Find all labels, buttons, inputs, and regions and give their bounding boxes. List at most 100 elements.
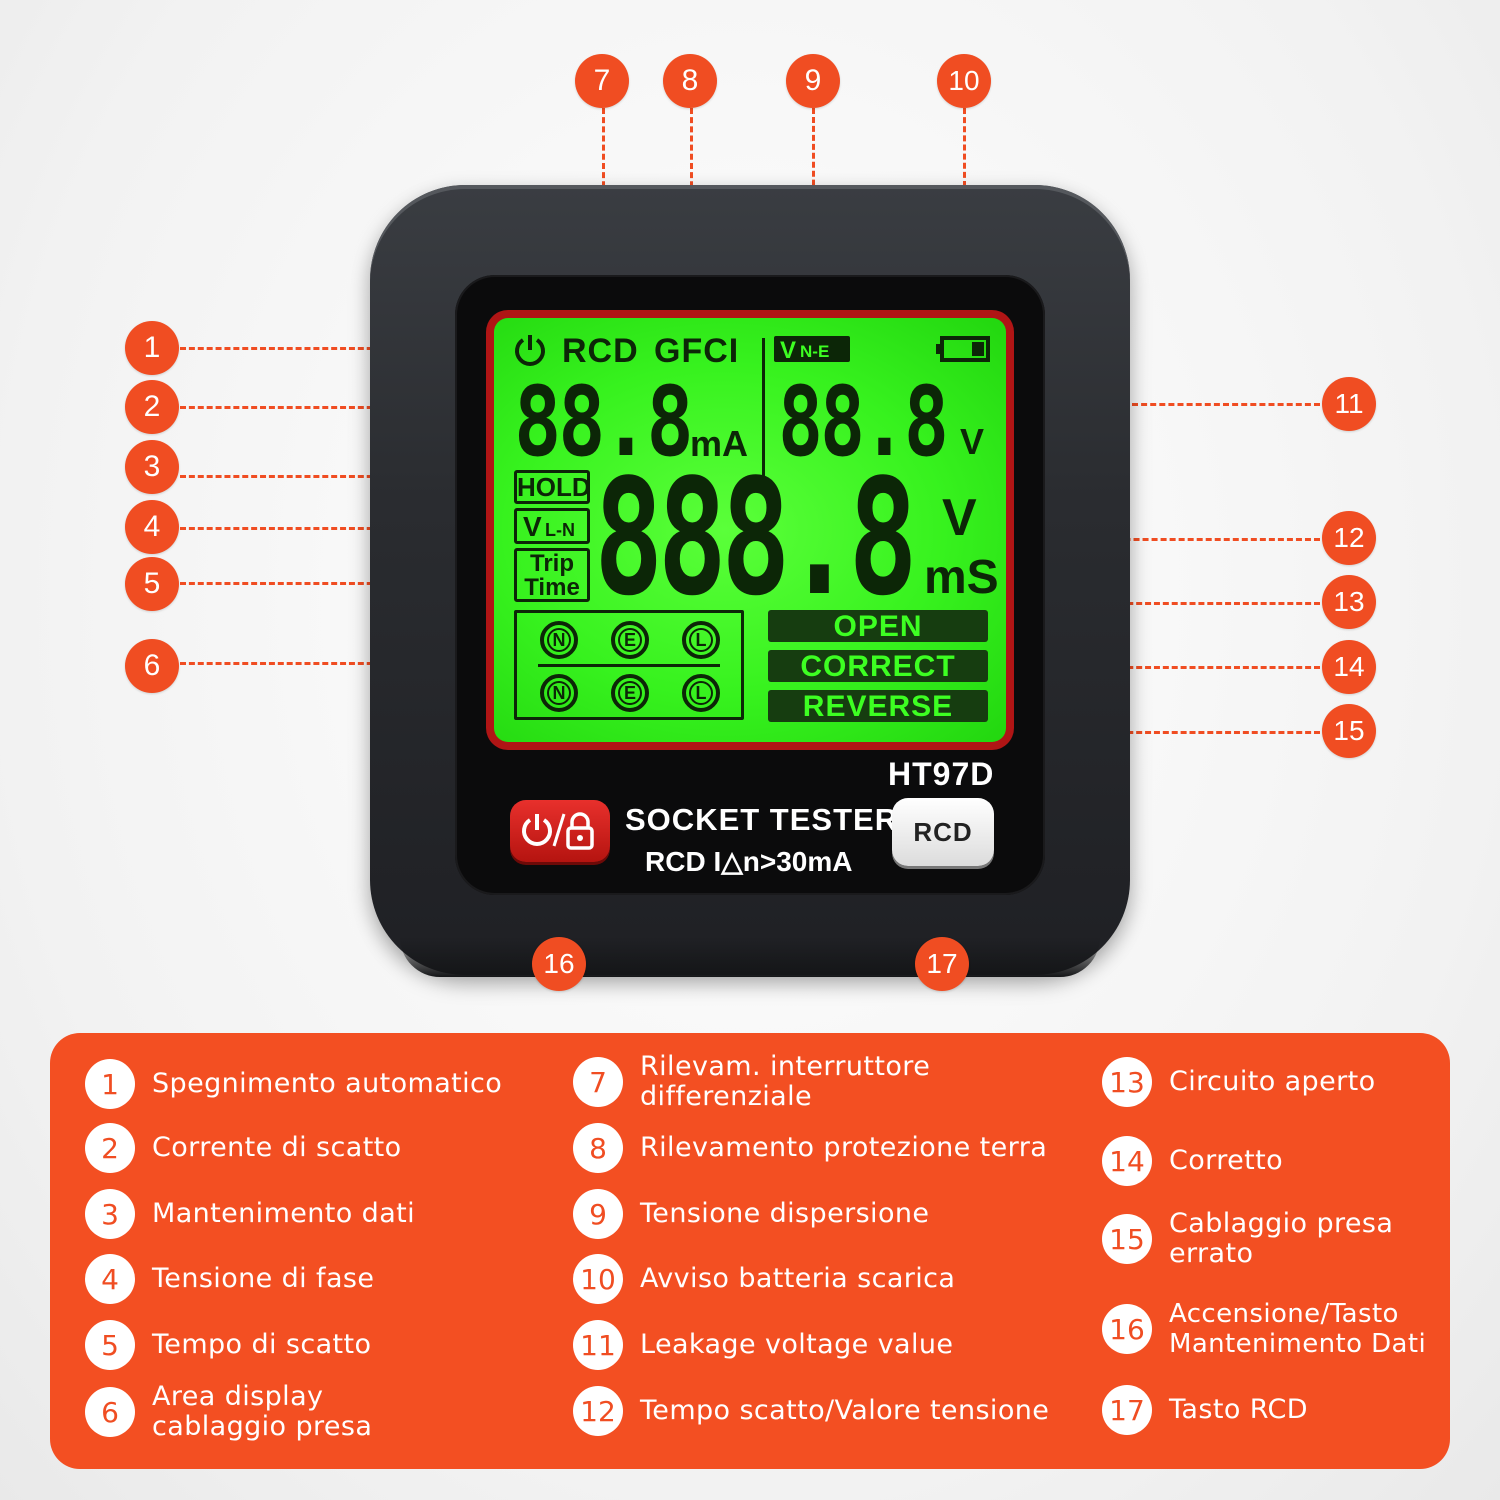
- lcd-trip-current-digits: 88.8: [514, 366, 694, 478]
- leader-line-3: [180, 475, 515, 478]
- legend-text: Leakage voltage value: [640, 1329, 954, 1360]
- legend-number: 8: [573, 1123, 623, 1173]
- power-hold-button[interactable]: [510, 800, 610, 862]
- legend-item-6: 6 Area display cablaggio presa: [85, 1382, 372, 1442]
- callout-17: 17: [915, 937, 969, 991]
- legend-item-16: 16 Accensione/Tasto Mantenimento Dati: [1102, 1299, 1426, 1359]
- legend-text: Rilevam. interruttore differenziale: [640, 1051, 931, 1112]
- callout-4: 4: [125, 500, 179, 554]
- product-spec: RCD I△n>30mA: [645, 846, 853, 877]
- lcd-main-digits: 888.8: [594, 444, 918, 631]
- legend-number: 11: [573, 1320, 623, 1370]
- callout-13: 13: [1322, 575, 1376, 629]
- lcd-open-bar: OPEN: [768, 610, 988, 643]
- legend-text: Tasto RCD: [1169, 1394, 1308, 1425]
- legend-text: Avviso batteria scarica: [640, 1263, 956, 1294]
- legend-text: Area display cablaggio presa: [152, 1381, 373, 1442]
- lcd-unit-v-small: V: [960, 421, 985, 462]
- lcd-divider: [762, 338, 765, 480]
- lcd-hold-label: HOLD: [514, 470, 591, 504]
- model-name: HT97D: [888, 756, 995, 792]
- callout-1: 1: [125, 321, 179, 375]
- legend-text: Corrente di scatto: [152, 1132, 402, 1163]
- lcd-wiring-bottom-l: L: [682, 674, 720, 712]
- legend-text: Circuito aperto: [1169, 1066, 1376, 1097]
- legend-number: 13: [1102, 1057, 1152, 1107]
- callout-6: 6: [125, 639, 179, 693]
- legend-item-7: 7 Rilevam. interruttore differenziale: [573, 1052, 930, 1112]
- legend-text: Tempo scatto/Valore tensione: [640, 1395, 1050, 1426]
- legend-number: 15: [1102, 1214, 1152, 1264]
- lcd-wiring-top-l: L: [682, 621, 720, 659]
- callout-11: 11: [1322, 377, 1376, 431]
- leader-line-14: [985, 666, 1320, 669]
- legend-number: 6: [85, 1387, 135, 1437]
- leader-line-5: [180, 582, 515, 585]
- rcd-button[interactable]: RCD: [892, 798, 994, 866]
- callout-3: 3: [125, 440, 179, 494]
- lcd-trip-time-label: Trip Time: [514, 548, 590, 602]
- legend-text: Mantenimento dati: [152, 1198, 416, 1229]
- lcd-leakage-voltage-digits: 88.8: [778, 366, 949, 478]
- legend-text: Rilevamento protezione terra: [640, 1132, 1048, 1163]
- lcd-reverse-bar: REVERSE: [768, 690, 988, 723]
- legend-item-17: 17 Tasto RCD: [1102, 1385, 1308, 1435]
- leader-line-1: [180, 347, 515, 350]
- legend-number: 2: [85, 1123, 135, 1173]
- legend-number: 9: [573, 1189, 623, 1239]
- lcd-wiring-area: [514, 610, 744, 720]
- lcd-unit-v-large: V: [942, 489, 977, 547]
- legend-item-15: 15 Cablaggio presa errato: [1102, 1209, 1393, 1269]
- legend-item-10: 10 Avviso batteria scarica: [573, 1254, 955, 1304]
- legend-number: 10: [573, 1254, 623, 1304]
- legend-number: 16: [1102, 1304, 1152, 1354]
- legend-text: Cablaggio presa errato: [1169, 1208, 1394, 1269]
- legend-item-1: 1 Spegnimento automatico: [85, 1059, 502, 1109]
- legend-text: Accensione/Tasto Mantenimento Dati: [1169, 1299, 1427, 1359]
- leader-line-15: [985, 731, 1320, 734]
- legend-number: 4: [85, 1254, 135, 1304]
- leader-line-4: [180, 527, 515, 530]
- callout-7: 7: [575, 54, 629, 108]
- legend-number: 7: [573, 1057, 623, 1107]
- lcd-wiring-bottom-n: N: [540, 674, 578, 712]
- legend-item-8: 8 Rilevamento protezione terra: [573, 1123, 1047, 1173]
- lcd-unit-ma: mA: [690, 423, 749, 464]
- lcd-gfci-label: GFCI: [654, 332, 740, 370]
- legend-item-12: 12 Tempo scatto/Valore tensione: [573, 1386, 1049, 1436]
- legend-text: Corretto: [1169, 1145, 1284, 1176]
- legend-number: 1: [85, 1059, 135, 1109]
- leader-line-6: [180, 662, 515, 665]
- lcd-wiring-top-e: E: [611, 621, 649, 659]
- legend-panel: 1 Spegnimento automatico 2 Corrente di s…: [50, 1033, 1450, 1469]
- callout-14: 14: [1322, 640, 1376, 694]
- lcd-unit-ms: mS: [924, 551, 999, 604]
- legend-item-2: 2 Corrente di scatto: [85, 1123, 402, 1173]
- lcd-wiring-bottom-e: E: [611, 674, 649, 712]
- battery-icon: [936, 336, 990, 362]
- legend-text: Spegnimento automatico: [152, 1068, 503, 1099]
- callout-10: 10: [937, 54, 991, 108]
- lcd-wiring-divider: [538, 664, 720, 667]
- legend-item-5: 5 Tempo di scatto: [85, 1320, 371, 1370]
- auto-off-icon: [515, 335, 545, 366]
- legend-item-4: 4 Tensione di fase: [85, 1254, 374, 1304]
- product-name: SOCKET TESTER: [625, 802, 899, 837]
- lcd-correct-bar: CORRECT: [768, 650, 988, 683]
- power-lock-icon: [522, 812, 594, 850]
- callout-12: 12: [1322, 511, 1376, 565]
- legend-text: Tempo di scatto: [152, 1329, 372, 1360]
- legend-item-9: 9 Tensione dispersione: [573, 1189, 929, 1239]
- legend-item-11: 11 Leakage voltage value: [573, 1320, 953, 1370]
- lcd-wiring-top-n: N: [540, 621, 578, 659]
- callout-9: 9: [786, 54, 840, 108]
- legend-number: 17: [1102, 1385, 1152, 1435]
- callout-2: 2: [125, 380, 179, 434]
- callout-15: 15: [1322, 704, 1376, 758]
- callout-5: 5: [125, 557, 179, 611]
- legend-item-14: 14 Corretto: [1102, 1136, 1283, 1186]
- lcd-vne-badge: V N-E: [774, 336, 850, 364]
- lcd-vln-label: V L-N: [514, 508, 590, 544]
- legend-number: 5: [85, 1320, 135, 1370]
- legend-item-3: 3 Mantenimento dati: [85, 1189, 415, 1239]
